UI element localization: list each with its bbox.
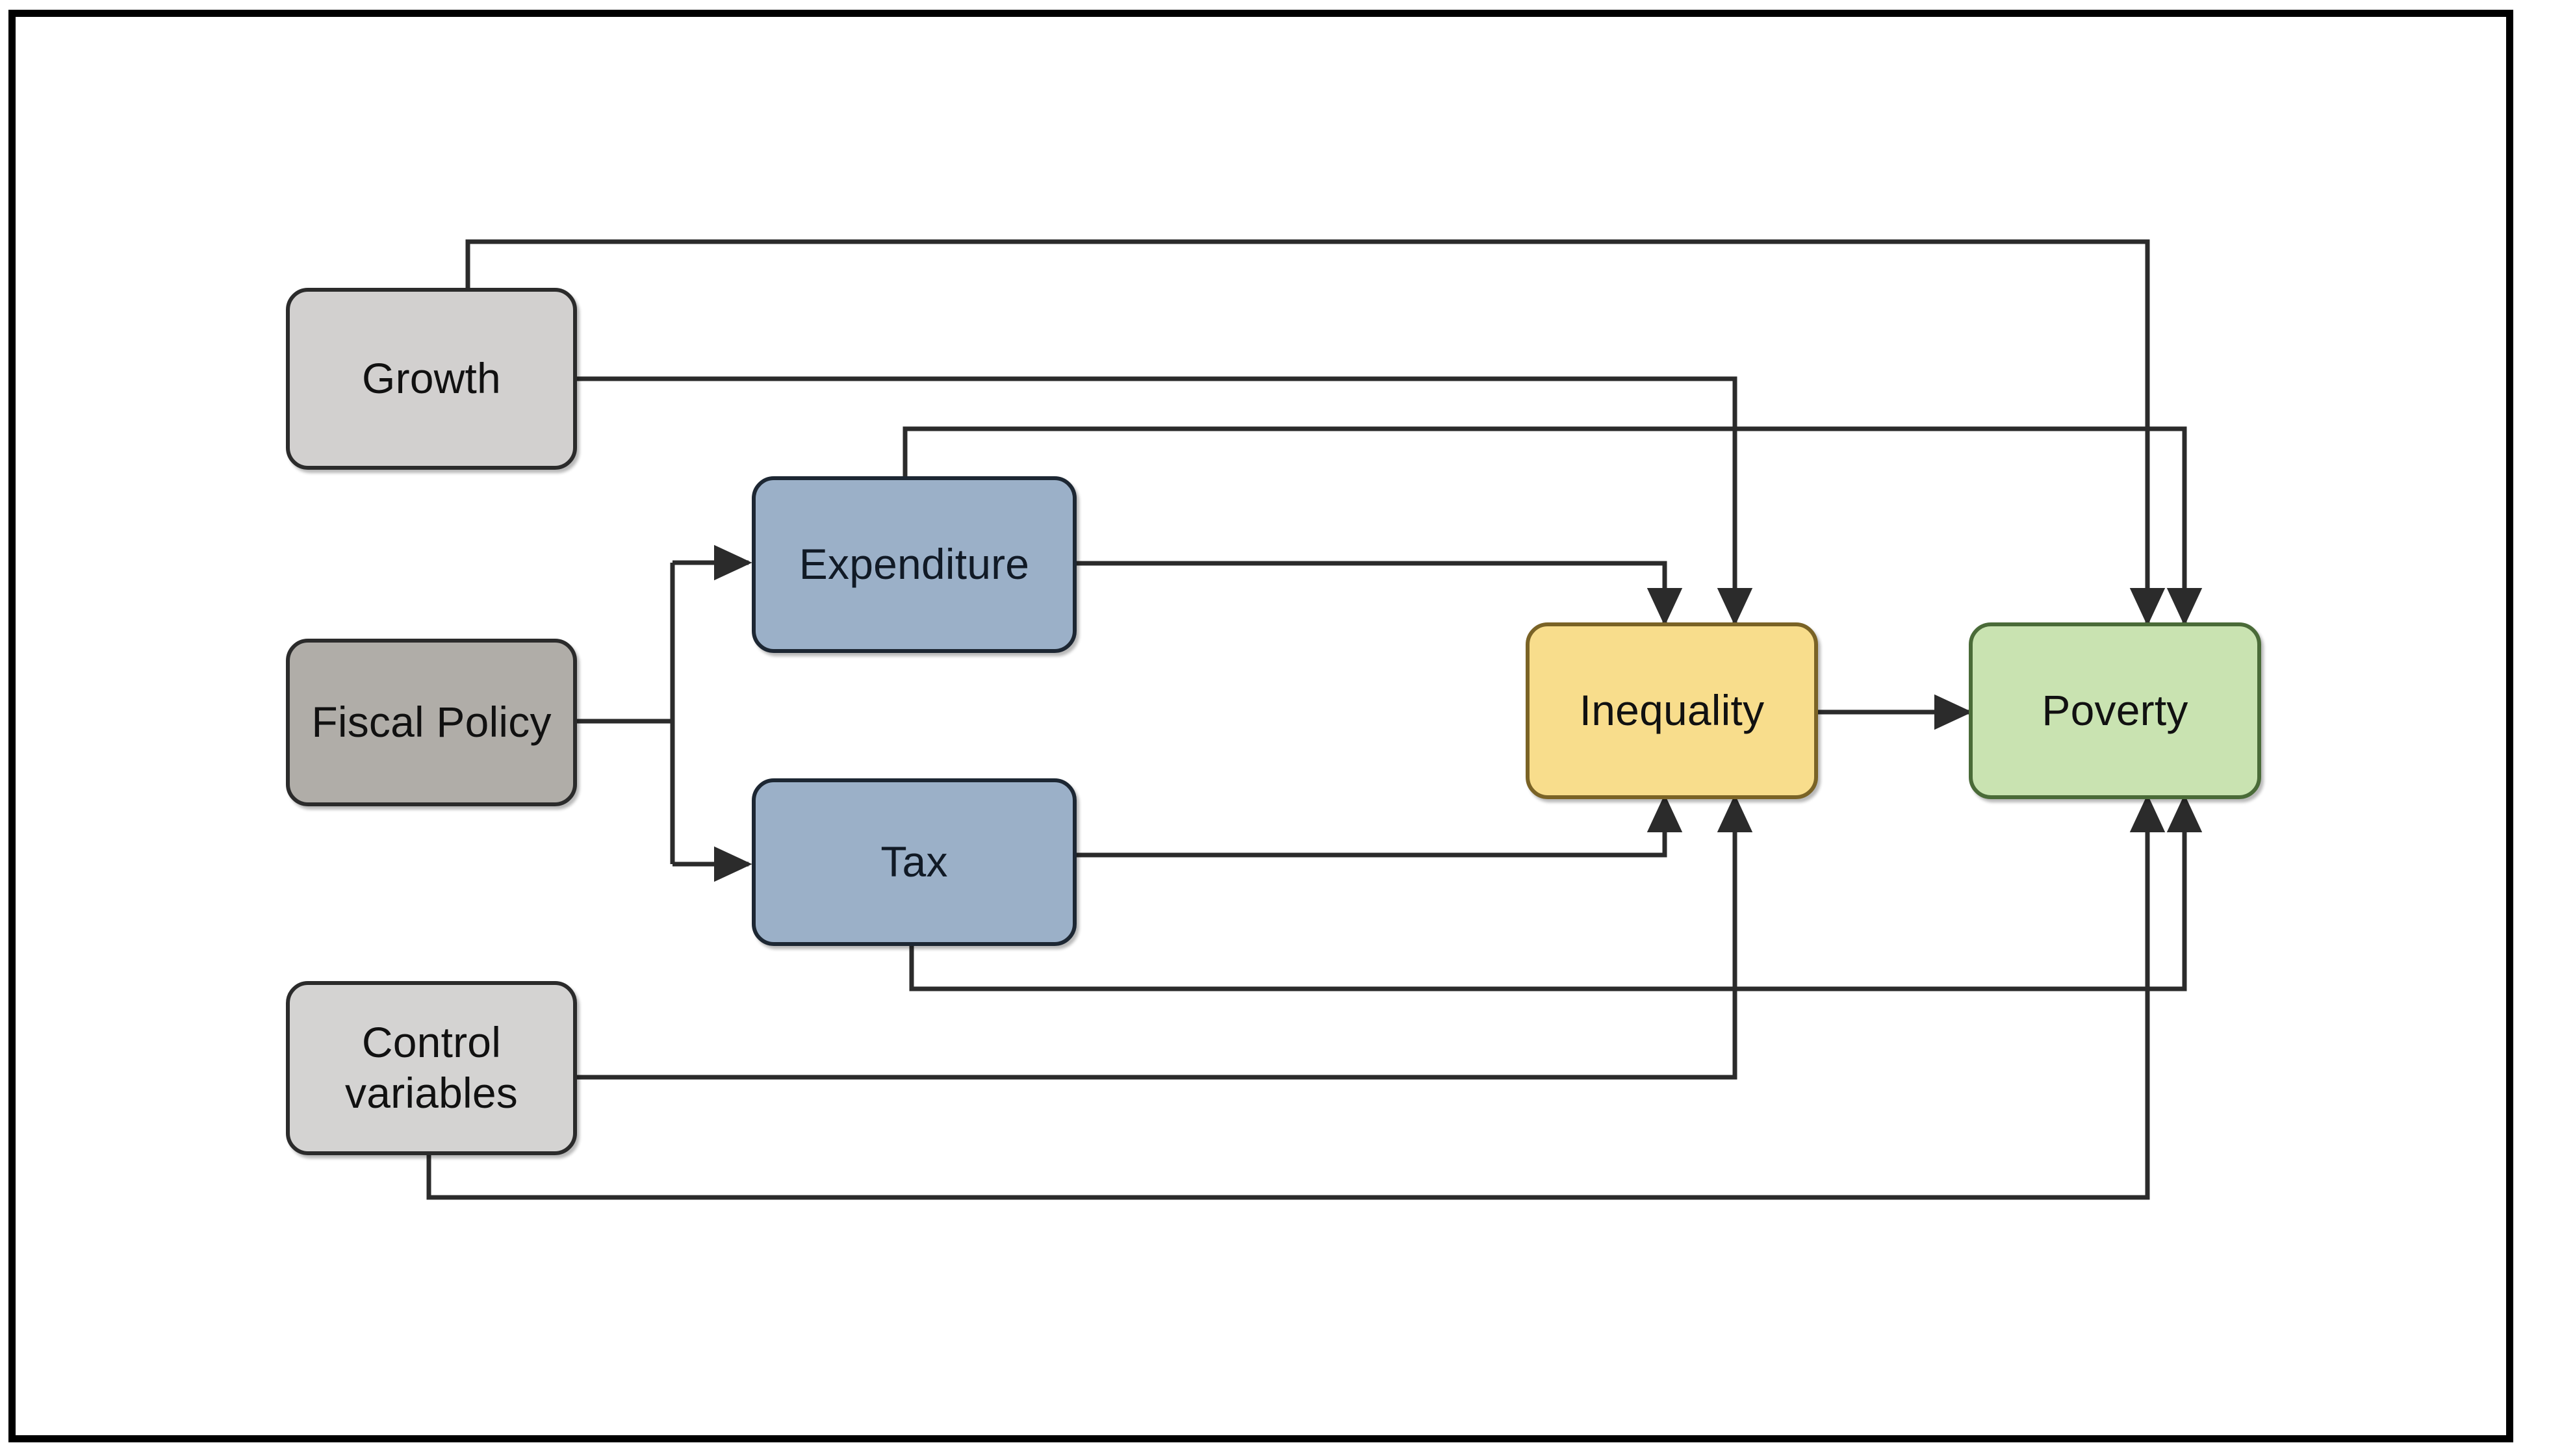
edge-control-to-poverty xyxy=(426,794,2166,1200)
edge-tax-to-inequality xyxy=(1077,794,1683,858)
node-inequality-label: Inequality xyxy=(1579,686,1765,735)
node-fiscal-policy[interactable]: Fiscal Policy xyxy=(286,639,577,806)
node-growth[interactable]: Growth xyxy=(286,288,577,470)
edge-expenditure-to-inequality xyxy=(1077,561,1683,626)
node-control-variables[interactable]: Control variables xyxy=(286,981,577,1155)
node-fiscal-policy-label: Fiscal Policy xyxy=(311,698,552,747)
edge-growth-to-inequality xyxy=(577,376,1753,626)
node-control-variables-label-line2: variables xyxy=(345,1069,518,1117)
node-tax-label: Tax xyxy=(880,837,948,886)
edge-growth-to-poverty xyxy=(465,239,2166,626)
node-expenditure-label: Expenditure xyxy=(799,540,1030,589)
edge-expenditure-to-poverty xyxy=(903,426,2203,626)
edge-control-to-inequality xyxy=(577,794,1753,1080)
node-inequality[interactable]: Inequality xyxy=(1526,622,1818,799)
node-control-variables-label-line1: Control xyxy=(361,1018,502,1067)
node-growth-label: Growth xyxy=(362,354,501,403)
edge-tax-to-poverty xyxy=(909,794,2203,991)
node-poverty[interactable]: Poverty xyxy=(1969,622,2261,799)
node-tax[interactable]: Tax xyxy=(752,778,1077,946)
node-expenditure[interactable]: Expenditure xyxy=(752,476,1077,653)
node-poverty-label: Poverty xyxy=(2042,686,2188,735)
